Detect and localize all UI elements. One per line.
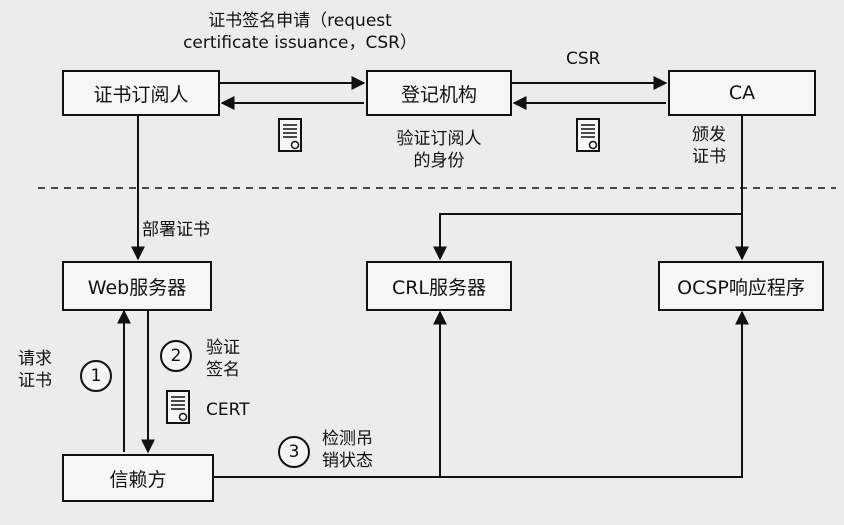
request-cert-label-line1: 请求 [18,349,52,369]
issue-cert-label-line2: 证书 [692,147,726,167]
deploy-cert-label: 部署证书 [142,220,210,240]
certificate-icon [278,118,302,152]
relying-party-box: 信赖方 [62,454,214,502]
csr-request-label: 证书签名申请（request certificate issuance，CSR） [170,10,430,54]
verify-signature-label-line2: 签名 [206,360,240,380]
request-cert-label-line2: 证书 [18,371,52,391]
certificate-icon [576,118,600,152]
step-2-badge: 2 [160,340,192,372]
subscriber-box: 证书订阅人 [62,70,220,116]
ocsp-responder-box: OCSP响应程序 [658,261,824,311]
check-revocation-label-line1: 检测吊 [322,429,373,449]
certificate-icon [166,390,190,424]
check-revocation-label-line2: 销状态 [322,451,373,471]
verify-signature-label: 验证 签名 [206,337,240,381]
line-check-ocsp [214,310,749,478]
verify-identity-label-line2: 的身份 [413,151,465,171]
web-server-box: Web服务器 [62,261,212,311]
csr-request-label-line1: 证书签名申请（request [208,11,392,31]
csr-request-label-line2: certificate issuance，CSR） [183,33,417,53]
request-cert-label: 请求 证书 [18,348,52,392]
step-1-badge: 1 [80,360,112,392]
line-ca-to-crl [433,116,743,261]
verify-signature-label-line1: 验证 [206,338,240,358]
issue-cert-label: 颁发 证书 [692,124,726,168]
crl-server-box: CRL服务器 [366,261,512,311]
verify-identity-label-line1: 验证订阅人 [396,129,482,149]
ca-box: CA [668,70,816,116]
registration-authority-box: 登记机构 [366,70,512,116]
csr-label: CSR [566,49,601,69]
step-3-badge: 3 [278,436,310,468]
verify-identity-label: 验证订阅人 的身份 [384,128,494,172]
issue-cert-label-line1: 颁发 [692,125,726,145]
cert-label: CERT [206,400,250,420]
check-revocation-label: 检测吊 销状态 [322,428,373,472]
